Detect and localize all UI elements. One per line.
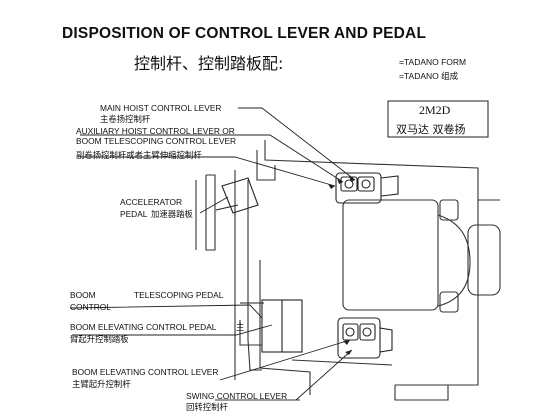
lever-cluster-top: [335, 172, 399, 204]
label-boom-elev-pedal-cn-1: 主: [236, 322, 245, 332]
label-aux-hoist-cn: 副卷扬控制杆或者主臂伸缩控制杆: [76, 150, 202, 160]
arrow-marks: [328, 176, 355, 355]
label-accelerator-cn: 加速器踏板: [151, 209, 193, 219]
pedal-block-lower: [261, 299, 303, 353]
source-tag-en: =TADANO FORM: [399, 57, 467, 67]
label-boom-elev-pedal-cn-2: 臂起升控制踏板: [70, 334, 129, 344]
model-box: [387, 100, 489, 138]
label-boom-elev-lever-cn: 主臂起升控制杆: [72, 379, 131, 389]
model-desc-cn: 双马达 双卷扬: [396, 123, 466, 136]
diagram-title: DISPOSITION OF CONTROL LEVER AND PEDAL: [62, 25, 427, 42]
label-aux-hoist-en-2: BOOM TELESCOPING CONTROL LEVER: [76, 136, 237, 146]
label-boom-tele-2: TELESCOPING PEDAL: [134, 290, 224, 300]
label-main-hoist-cn: 主卷扬控制杆: [100, 114, 151, 124]
operator-seat: [342, 199, 501, 313]
accelerator-pedal: [215, 177, 259, 214]
label-swing-en: SWING CONTROL LEVER: [186, 391, 288, 401]
label-accelerator-en-2: PEDAL: [120, 209, 148, 219]
label-main-hoist-en: MAIN HOIST CONTROL LEVER: [100, 103, 222, 113]
cab-outline: [195, 140, 500, 401]
label-boom-tele-1: BOOM: [70, 290, 96, 300]
label-boom-elev-lever-en: BOOM ELEVATING CONTROL LEVER: [72, 367, 219, 377]
label-boom-elev-pedal-en: BOOM ELEVATING CONTROL PEDAL: [70, 322, 217, 332]
label-boom-tele-3: CONTROL: [70, 302, 111, 312]
leader-lines: [69, 107, 356, 401]
diagram-subtitle-cn: 控制杆、控制踏板配:: [134, 54, 284, 73]
model-code: 2M2D: [419, 103, 451, 117]
lever-cluster-bottom: [337, 317, 393, 359]
label-accelerator-en: ACCELERATOR: [120, 197, 183, 207]
label-swing-cn: 回转控制杆: [186, 402, 228, 412]
source-tag-cn: =TADANO 组成: [399, 71, 459, 81]
label-aux-hoist-en-1: AUXILIARY HOIST CONTROL LEVER OR: [76, 126, 235, 136]
